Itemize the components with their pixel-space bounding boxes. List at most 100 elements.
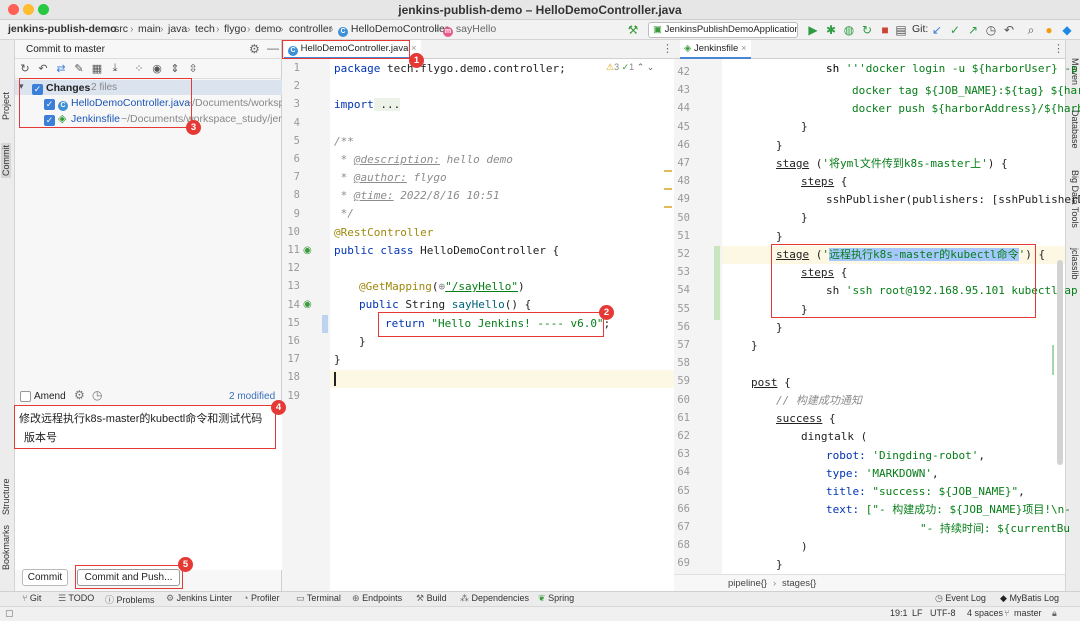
search-icon[interactable]: ⌕ [1027, 23, 1035, 37]
chevron-down-icon[interactable]: ▾ [19, 81, 24, 91]
commit-to-master-tab[interactable]: Commit to master [26, 44, 105, 55]
breadcrumb-main[interactable]: main [138, 23, 161, 35]
commit-tool-tab[interactable]: Commit [1, 143, 11, 178]
rollback-icon[interactable]: ↶ [38, 63, 48, 75]
file-checkbox[interactable]: ✓ [44, 115, 55, 126]
code-token: HelloDemoController { [413, 244, 560, 257]
build-tool-button[interactable]: ⚒ Build [416, 593, 447, 603]
commit-options-gear-icon[interactable]: ⚙ [74, 388, 85, 402]
code-token[interactable]: "/sayHello" [445, 280, 518, 293]
view-options-icon[interactable]: ◉ [152, 63, 162, 75]
caret-position[interactable]: 19:1 [890, 608, 908, 618]
git-commit-icon[interactable]: ✓ [949, 23, 961, 37]
run-configuration-select[interactable]: ▣ JenkinsPublishDemoApplication ▾ [648, 22, 798, 38]
problems-tool-button[interactable]: ⓘ Problems [105, 595, 155, 605]
code-token: } [801, 120, 808, 133]
changes-checkbox[interactable]: ✓ [32, 84, 43, 95]
breadcrumb-demo[interactable]: demo [255, 23, 282, 35]
breadcrumb-flygo[interactable]: flygo [224, 23, 247, 35]
code-token: 'ssh root@192.168.95.101 kubectl ap [839, 284, 1078, 297]
diff-icon[interactable]: ⇄ [56, 63, 66, 75]
breadcrumb-stages[interactable]: stages{} [782, 578, 817, 589]
git-rollback-icon[interactable]: ↶ [1003, 23, 1015, 37]
download-icon[interactable]: ⤓ [112, 62, 118, 74]
spring-bean-icon[interactable]: ◉ [303, 299, 312, 310]
refresh-icon[interactable]: ↻ [20, 63, 30, 75]
breadcrumb-class[interactable]: C HelloDemoController [338, 23, 448, 37]
indent-setting[interactable]: 4 spaces [967, 608, 1004, 618]
structure-tool-tab[interactable]: Structure [1, 478, 11, 515]
endpoints-tool-button[interactable]: ⊕ Endpoints [352, 593, 403, 603]
code-token: , [978, 449, 985, 462]
more-tabs-icon[interactable]: ⋮ [1053, 43, 1064, 55]
window-title: jenkins-publish-demo – HelloDemoControll… [398, 3, 682, 17]
breadcrumb-controller[interactable]: controller [289, 23, 333, 35]
right-editor-code[interactable] [722, 59, 1065, 574]
file-encoding[interactable]: UTF-8 [930, 608, 956, 618]
updates-icon[interactable]: ● [1045, 23, 1053, 37]
chevron-up-icon[interactable]: ⌃ [636, 62, 645, 72]
selected-text[interactable]: 远程执行k8s-master的kubectl命令 [829, 248, 1019, 261]
breadcrumb-pipeline[interactable]: pipeline{} [728, 578, 768, 589]
terminal-tool-button[interactable]: ▭ Terminal [296, 593, 341, 603]
vertical-scrollbar[interactable] [1057, 260, 1063, 465]
line-number: 15 [287, 316, 300, 329]
git-branch[interactable]: master [1014, 608, 1042, 618]
run-icon[interactable]: ▶ [808, 23, 818, 37]
hide-panel-icon[interactable]: — [267, 41, 279, 55]
expand-all-icon[interactable]: ⇕ [170, 63, 180, 75]
dependencies-tool-button[interactable]: ⁂ Dependencies [460, 593, 530, 603]
collapse-all-icon[interactable]: ⇳ [188, 63, 198, 75]
commit-and-push-button[interactable]: Commit and Push... [77, 569, 180, 586]
build-hammer-icon[interactable]: ⚒ [627, 23, 639, 37]
commit-button[interactable]: Commit [22, 569, 68, 586]
more-tabs-icon[interactable]: ⋮ [662, 43, 673, 55]
amend-checkbox[interactable] [20, 391, 31, 404]
spring-bean-icon[interactable]: ◉ [303, 245, 312, 256]
breadcrumb-method[interactable]: m sayHello [443, 23, 497, 37]
plugin-icon[interactable]: ◆ [1062, 23, 1072, 37]
shelve-icon[interactable]: ▦ [91, 63, 103, 75]
breadcrumb-java[interactable]: java [168, 23, 188, 35]
changed-file-row[interactable]: ✓ C HelloDemoController.java ~/Documents… [15, 95, 282, 111]
group-by-icon[interactable]: ⁘ [134, 63, 144, 75]
git-history-icon[interactable]: ◷ [985, 23, 997, 37]
status-panel-icon[interactable]: ▢ [5, 608, 14, 618]
breadcrumb-project[interactable]: jenkins-publish-demo [8, 23, 117, 35]
todo-tool-button[interactable]: ☰ TODO [58, 593, 95, 603]
line-separator[interactable]: LF [912, 608, 923, 618]
jclasslib-tool-tab[interactable]: jclasslib [1070, 248, 1080, 280]
settings-gear-icon[interactable]: ⚙ [249, 42, 260, 56]
changed-file-row[interactable]: ✓ ◈ Jenkinsfile ~/Documents/workspace_st… [15, 111, 282, 127]
bookmarks-tool-tab[interactable]: Bookmarks [1, 524, 11, 570]
git-push-icon[interactable]: ↗ [967, 23, 979, 37]
folded-imports[interactable]: ... [373, 98, 401, 111]
git-update-icon[interactable]: ↙ [931, 23, 943, 37]
zoom-window-button[interactable] [38, 4, 49, 15]
profile-icon[interactable]: ↻ [861, 23, 873, 37]
left-editor-code[interactable] [330, 59, 674, 591]
inspection-widget[interactable]: ⚠3 ✓1 ⌃ ⌄ [606, 62, 654, 73]
tab-jenkinsfile[interactable]: ◈ Jenkinsfile × [680, 40, 751, 59]
commit-history-icon[interactable]: ◷ [92, 388, 103, 402]
breadcrumb-src[interactable]: src [114, 23, 128, 35]
jenkins-linter-tool-button[interactable]: ⚙ Jenkins Linter [166, 593, 233, 603]
minimize-window-button[interactable] [23, 4, 34, 15]
mybatis-log-button[interactable]: ◆ MyBatis Log [1000, 593, 1059, 603]
breadcrumb-tech[interactable]: tech [195, 23, 215, 35]
find-action-icon[interactable]: ▤ [895, 23, 907, 37]
coverage-icon[interactable]: ◍ [843, 23, 855, 37]
git-tool-button[interactable]: ⑂ Git [22, 593, 42, 603]
close-window-button[interactable] [8, 4, 19, 15]
debug-icon[interactable]: ✱ [825, 23, 837, 37]
changes-group-row[interactable]: ▾ ✓ Changes 2 files [15, 80, 282, 95]
profiler-tool-button[interactable]: ◔ Profiler [243, 593, 280, 603]
spring-tool-button[interactable]: ❦ Spring [538, 593, 575, 603]
chevron-down-icon[interactable]: ⌄ [646, 62, 655, 72]
edit-source-icon[interactable]: ✎ [74, 63, 84, 75]
stop-icon[interactable]: ■ [881, 23, 889, 37]
modified-count-link[interactable]: 2 modified [229, 391, 276, 402]
project-tool-tab[interactable]: Project [1, 91, 11, 120]
event-log-button[interactable]: ◷ Event Log [935, 593, 986, 603]
file-checkbox[interactable]: ✓ [44, 99, 55, 110]
